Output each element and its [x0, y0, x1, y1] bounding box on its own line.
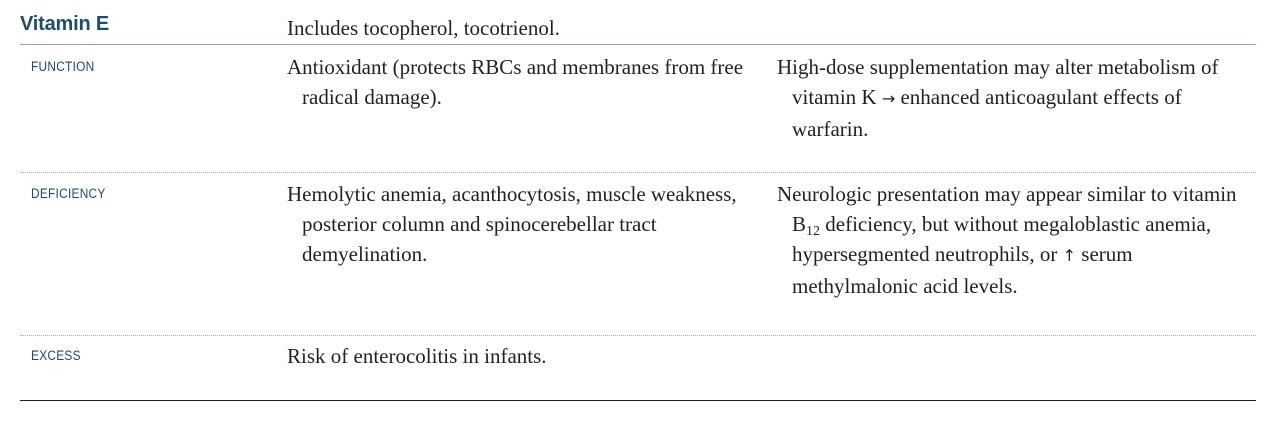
function-note-part-a: High-dose supplementation may alter meta… [777, 55, 1219, 109]
subscript-12: 12 [806, 224, 821, 239]
header-divider [20, 44, 1256, 45]
function-note-part-b: enhanced anticoagulant effects of warfar… [792, 85, 1182, 141]
row-divider [20, 172, 1256, 173]
arrow-right-icon: → [881, 89, 896, 108]
row-divider [20, 335, 1256, 336]
row-label-excess: EXCESS [31, 348, 81, 363]
arrow-up-icon: ↑ [1062, 246, 1077, 265]
row-label-deficiency: DEFICIENCY [31, 186, 106, 201]
vitamin-title: Vitamin E [20, 13, 109, 35]
row-label-function: FUNCTION [31, 59, 95, 74]
function-note: High-dose supplementation may alter meta… [777, 52, 1252, 144]
intro-text: Includes tocopherol, tocotrienol. [287, 16, 560, 40]
deficiency-note-part-b: deficiency, but without megaloblastic an… [792, 212, 1212, 266]
table-bottom-rule [20, 400, 1256, 401]
deficiency-description: Hemolytic anemia, acanthocytosis, muscle… [287, 182, 737, 266]
excess-description: Risk of enterocolitis in infants. [287, 344, 547, 368]
deficiency-note-part-c: serum methylmalonic acid levels. [792, 242, 1133, 298]
function-description: Antioxidant (protects RBCs and membranes… [287, 55, 744, 109]
deficiency-note-part-a: Neurologic presentation may appear simil… [777, 182, 1237, 236]
deficiency-note: Neurologic presentation may appear simil… [777, 179, 1252, 301]
